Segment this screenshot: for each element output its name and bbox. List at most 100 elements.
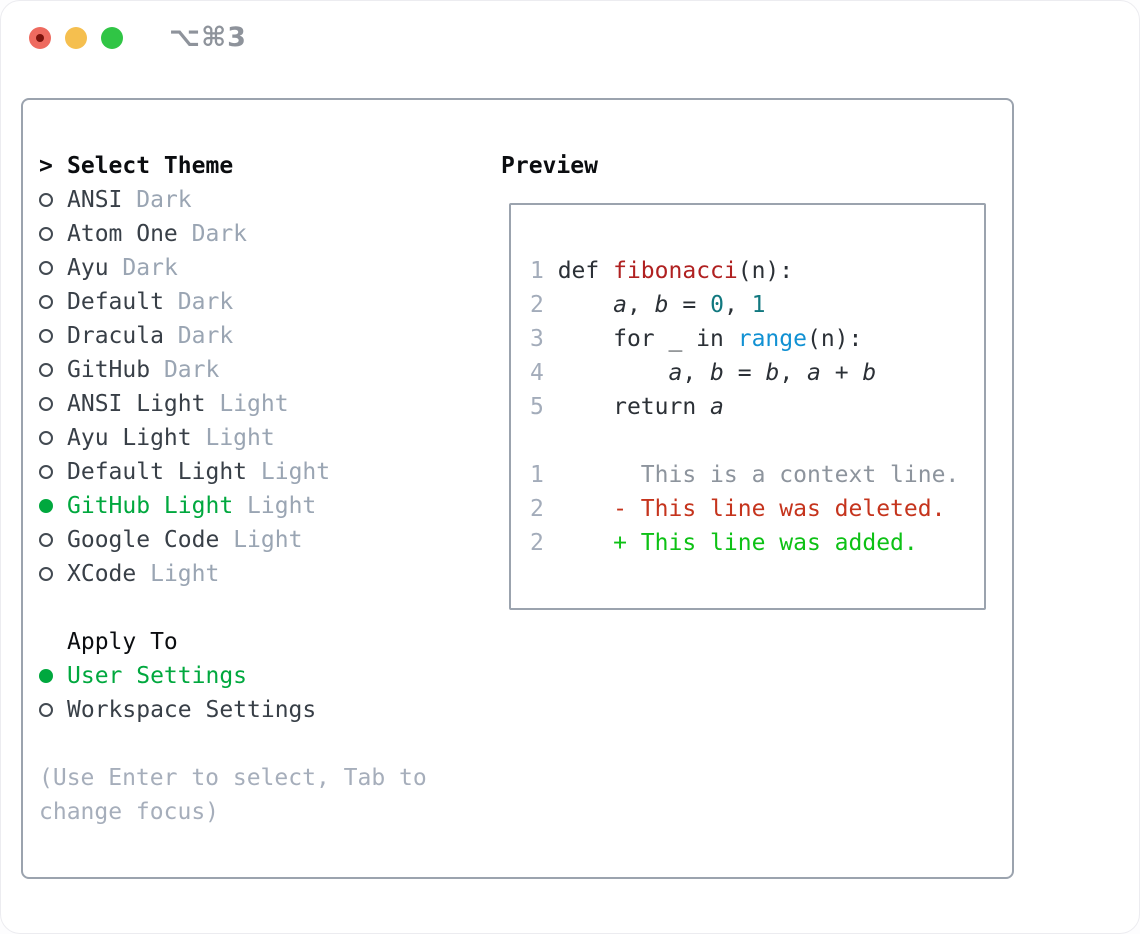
theme-name: XCode [67,561,137,587]
code-segment: 0 [710,292,724,318]
radio-icon [39,669,67,683]
theme-variant-tag: Light [205,425,275,451]
code-segment: a [710,394,724,420]
theme-name: Ayu Light [67,425,192,451]
radio-unselected-icon [39,533,53,547]
code-line: 4 a, b = b, a + b [530,356,984,390]
theme-variant-tag: Dark [163,357,220,383]
line-number: 1 [530,258,544,284]
theme-option[interactable]: ANSI Dark [39,183,330,217]
code-segment: + This line was added. [543,530,918,556]
theme-name: ANSI [67,187,123,213]
code-segment: def [543,258,614,284]
theme-option[interactable]: ANSI Light Light [39,387,330,421]
line-number: 3 [530,326,544,352]
theme-variant-tag: Light [150,561,220,587]
theme-name: Default Light [67,459,248,485]
theme-option[interactable]: Dracula Dark [39,319,330,353]
theme-variant-tag: Dark [191,221,248,247]
titlebar: ⌥⌘3 [1,1,1139,76]
radio-icon [39,295,67,309]
code-segment: b [765,360,780,386]
theme-option[interactable]: Ayu Dark [39,251,330,285]
code-segment: for _ in [543,326,738,352]
code-segment: fibonacci [613,258,738,284]
code-segment: = [668,292,711,318]
hint-line: (Use Enter to select, Tab to [39,765,427,791]
theme-variant-tag: Dark [136,187,192,213]
radio-icon [39,397,67,411]
code-segment: a [807,360,821,386]
theme-name: GitHub [67,357,151,383]
code-segment: a [613,292,627,318]
apply-option[interactable]: User Settings [39,659,316,693]
theme-option[interactable]: Google Code Light [39,523,330,557]
radio-unselected-icon [39,363,53,377]
code-line: 1 This is a context line. [530,458,984,492]
radio-icon [39,329,67,343]
theme-label: Ayu Light Light [67,421,275,455]
code-segment: b [862,360,877,386]
theme-option[interactable]: XCode Light [39,557,330,591]
theme-variant-tag: Light [233,527,303,553]
code-segment: + [820,360,863,386]
theme-option[interactable]: GitHub Light Light [39,489,330,523]
code-line: 3 for _ in range(n): [530,322,984,356]
radio-icon [39,363,67,377]
theme-option[interactable]: Default Dark [39,285,330,319]
theme-label: Default Light Light [67,455,330,489]
code-segment: - This line was deleted. [543,496,946,522]
minimize-button[interactable] [65,27,87,49]
theme-option[interactable]: Default Light Light [39,455,330,489]
theme-label: Atom One Dark [67,217,247,251]
theme-name: Ayu [67,255,109,281]
code-line: 2 + This line was added. [530,526,984,560]
radio-selected-icon [39,499,53,513]
code-segment [544,360,669,386]
code-line: 2 a, b = 0, 1 [530,288,984,322]
code-line [530,424,984,458]
radio-unselected-icon [39,567,53,581]
theme-label: GitHub Dark [67,353,219,387]
theme-name: Atom One [67,221,178,247]
code-segment: This is a context line. [543,462,960,488]
radio-unselected-icon [39,465,53,479]
theme-name: ANSI Light [67,391,206,417]
radio-unselected-icon [39,227,53,241]
radio-unselected-icon [39,295,53,309]
code-segment: b [710,360,724,386]
radio-unselected-icon [39,703,53,717]
theme-option[interactable]: Atom One Dark [39,217,330,251]
radio-selected-icon [39,669,53,683]
apply-option-label: User Settings [67,663,248,689]
code-segment: 1 [751,292,766,318]
theme-name: Google Code [67,527,220,553]
radio-unselected-icon [39,431,53,445]
code-line: 5 return a [530,390,984,424]
code-line: 1 def fibonacci(n): [530,254,984,288]
line-number: 1 [530,462,544,488]
radio-icon [39,703,67,717]
radio-unselected-icon [39,329,53,343]
theme-variant-tag: Light [219,391,289,417]
radio-icon [39,499,67,513]
window-shortcut-title: ⌥⌘3 [169,22,247,53]
code-segment [544,292,613,318]
theme-option[interactable]: Ayu Light Light [39,421,330,455]
close-button[interactable] [29,27,51,49]
zoom-button[interactable] [101,27,123,49]
theme-variant-tag: Dark [177,323,234,349]
code-line: 2 - This line was deleted. [530,492,984,526]
theme-label: Google Code Light [67,523,302,557]
line-number: 2 [530,530,544,556]
theme-option[interactable]: GitHub Dark [39,353,330,387]
code-segment: b [654,292,669,318]
radio-icon [39,193,67,207]
radio-icon [39,533,67,547]
code-segment: , [779,360,808,386]
apply-option[interactable]: Workspace Settings [39,693,316,727]
